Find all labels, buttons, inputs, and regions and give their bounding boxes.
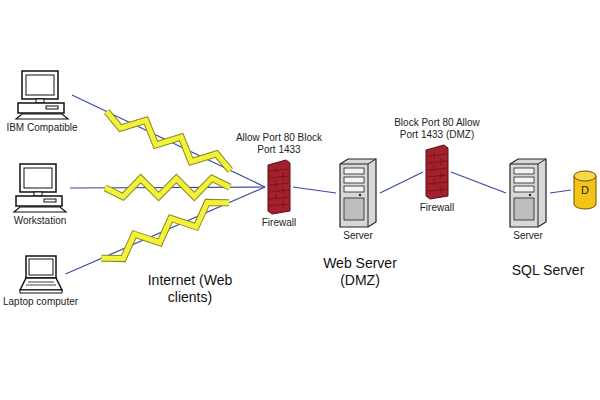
lightning-outline [107, 112, 231, 171]
network-link [293, 187, 336, 193]
device-caption: Firewall [420, 202, 454, 214]
desktop-node: IBM Compatible [6, 70, 77, 134]
network-link [380, 172, 423, 193]
firewall-icon [267, 159, 291, 215]
network-link [550, 190, 571, 193]
lightning-bolt [105, 178, 230, 196]
lightning-bolt [101, 202, 229, 258]
zone-label: SQL Server [512, 262, 585, 279]
desktop-icon [12, 163, 68, 213]
device-caption: Firewall [262, 217, 296, 229]
link-line [451, 172, 506, 193]
database-body: D [573, 170, 597, 210]
link-line [550, 190, 571, 193]
firewall-icon [425, 144, 449, 200]
device-caption: Workstation [14, 215, 67, 227]
laptop-node: Laptop computer [3, 254, 78, 308]
zone-label: Internet (Web clients) [140, 272, 240, 306]
server-icon [338, 158, 378, 228]
device-caption: Laptop computer [3, 296, 78, 308]
db-node: D [573, 170, 597, 210]
database-label: D [573, 184, 597, 196]
zone-label: Web Server (DMZ) [314, 255, 406, 289]
server-node: Server [508, 158, 548, 242]
network-link [451, 172, 506, 193]
lightning-outline [101, 202, 229, 258]
server-node: Server [338, 158, 378, 242]
port-rule: Block Port 80 Allow Port 1433 (DMZ) [393, 117, 481, 141]
device-caption: Server [513, 230, 542, 242]
device-caption: Server [343, 230, 372, 242]
laptop-icon [18, 254, 64, 294]
link-line [66, 187, 265, 274]
device-caption: IBM Compatible [6, 122, 77, 134]
server-icon [508, 158, 548, 228]
link-line [380, 172, 423, 193]
desktop-node: Workstation [12, 163, 68, 227]
lightning-outline [105, 178, 230, 196]
link-line [293, 187, 336, 193]
network-link [66, 187, 265, 274]
firewall-node: Allow Port 80 Block Port 1433Firewall [235, 132, 323, 229]
network-link [70, 178, 265, 196]
lightning-bolt [107, 112, 231, 171]
port-rule: Allow Port 80 Block Port 1433 [235, 132, 323, 156]
desktop-icon [14, 70, 70, 120]
firewall-node: Block Port 80 Allow Port 1433 (DMZ) Firew… [393, 117, 481, 214]
